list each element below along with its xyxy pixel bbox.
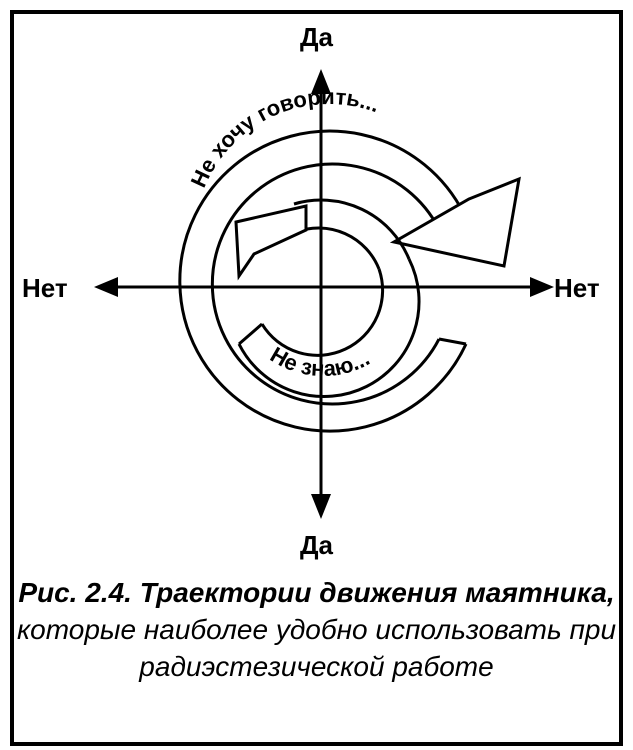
arrow-right-icon (530, 277, 554, 297)
pendulum-diagram: Не хочу говорить... Не знаю... (94, 69, 554, 519)
arrow-left-icon (94, 277, 118, 297)
inner-spiral-band (237, 198, 421, 399)
label-left-no: Нет (22, 273, 68, 303)
figure-caption: Рис. 2.4. Траектории движения маятника, … (14, 574, 619, 685)
outer-spiral-arrow-icon (389, 176, 521, 268)
arrow-down-icon (311, 494, 331, 519)
label-bottom-yes: Да (300, 530, 333, 560)
label-top-yes: Да (300, 22, 333, 52)
arrow-up-icon (311, 69, 331, 94)
caption-title: Рис. 2.4. Траектории движения маятника, (18, 577, 615, 608)
figure-frame: Не хочу говорить... Не знаю... Да Да Нет… (10, 10, 623, 746)
label-right-no: Нет (554, 273, 600, 303)
inner-spiral-arrow-icon (234, 204, 308, 281)
caption-description: которые наиболее удобно использовать при… (16, 614, 617, 682)
outer-spiral-band (178, 129, 468, 433)
